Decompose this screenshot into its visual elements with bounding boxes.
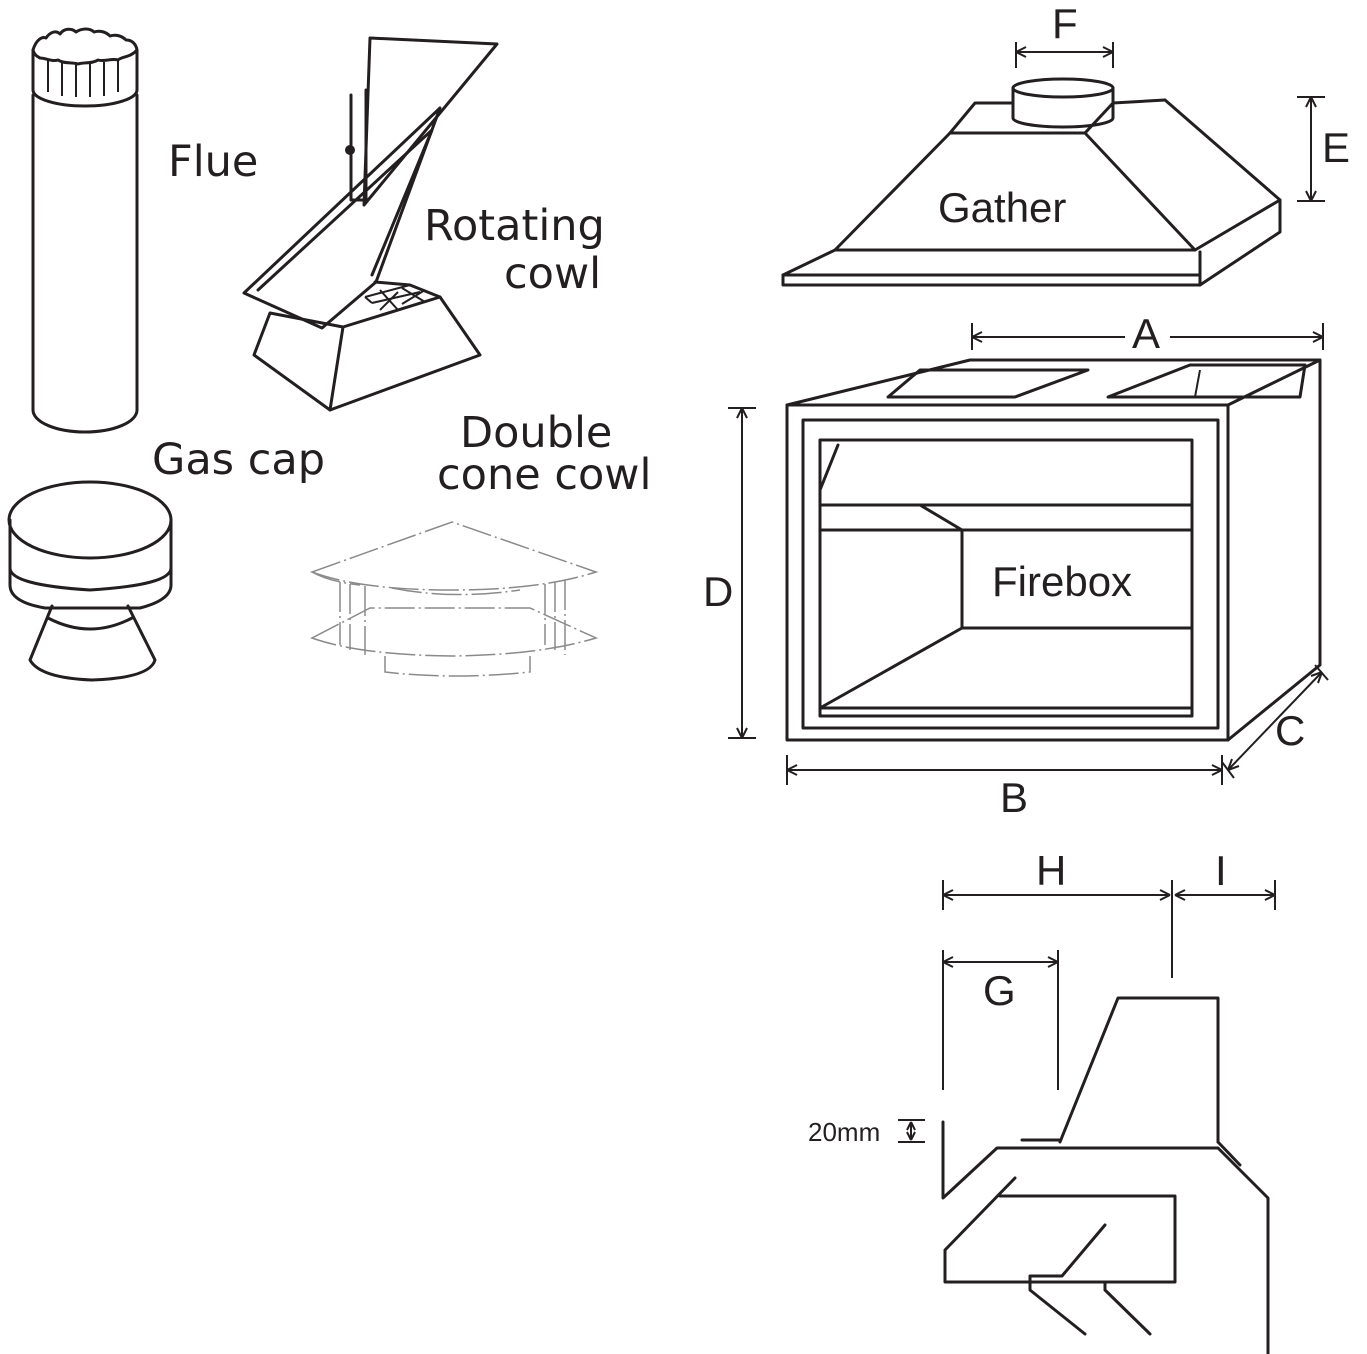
dim-label-d: D — [703, 568, 733, 615]
dim-label-b: B — [1000, 774, 1028, 821]
gas-cap-drawing — [7, 480, 173, 682]
dim-label-c: C — [1275, 707, 1305, 754]
rotating-cowl-drawing — [242, 36, 499, 412]
dim-label-h: H — [1036, 847, 1066, 894]
dim-label-e: E — [1322, 124, 1350, 171]
clearance-label: 20mm — [808, 1117, 880, 1147]
dim-label-g: G — [983, 967, 1016, 1014]
gather-drawing — [781, 77, 1282, 287]
dimension-lines — [728, 42, 1329, 785]
double-cone-cowl-drawing — [309, 521, 599, 677]
flue-drawing — [31, 27, 139, 434]
flue-label: Flue — [168, 137, 258, 187]
gather-label: Gather — [938, 184, 1066, 231]
double-cone-cowl-label-2: cone cowl — [437, 450, 651, 500]
rotating-cowl-label-1: Rotating — [424, 201, 605, 251]
firebox-drawing — [785, 358, 1322, 742]
gas-cap-label: Gas cap — [152, 435, 325, 485]
dim-label-f: F — [1052, 0, 1078, 47]
dim-label-a: A — [1132, 310, 1160, 357]
installation-section-drawing — [898, 880, 1276, 1354]
double-cone-cowl-label-1: Double — [460, 408, 612, 458]
rotating-cowl-label-2: cowl — [504, 249, 601, 299]
firebox-label: Firebox — [992, 558, 1132, 605]
dim-label-i: I — [1215, 847, 1227, 894]
